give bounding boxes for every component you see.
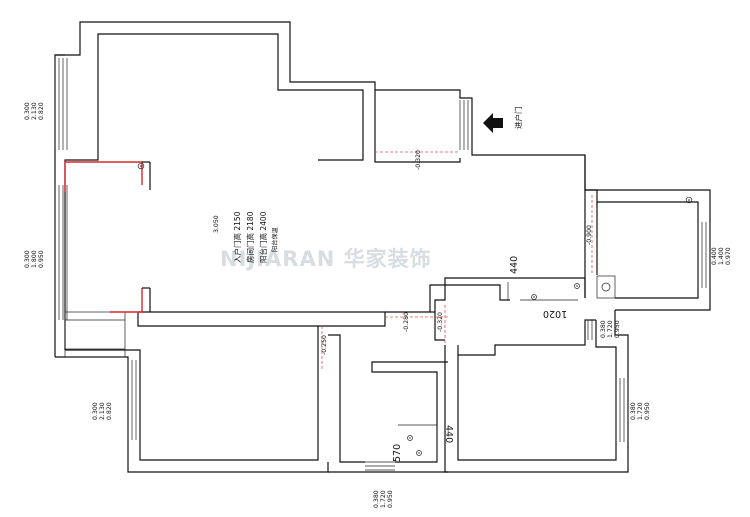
watermark: NIJIARAN 华家装饰 (220, 247, 432, 271)
ceiling-mark-4: -0.320 (437, 312, 444, 332)
svg-text:2.130: 2.130 (31, 102, 38, 120)
center-height-line-2: 房间门高 2180 (245, 211, 255, 263)
ceiling-mark-3: -0.250 (321, 335, 328, 355)
window-spec-3: 0.300 2.130 0.820 (92, 402, 113, 420)
ceiling-lines (321, 151, 593, 370)
windows (54, 58, 711, 471)
window-spec-1: 0.300 2.130 0.820 (24, 102, 45, 120)
svg-text:0.820: 0.820 (106, 402, 113, 420)
center-height-line-4: 阳台保温 (271, 227, 279, 252)
dimension-lines (398, 282, 578, 462)
red-partition (64, 161, 143, 313)
ceiling-mark-5: -0.280 (403, 312, 410, 332)
svg-text:1.720: 1.720 (380, 490, 387, 508)
window-spec-5: 0.400 1.400 0.970 (711, 247, 732, 265)
center-annotation: 3.050 入户门高 2150 房间门高 2180 阳台门高 2400 阳台保温 (213, 211, 279, 263)
dimension-440-top: 440 (509, 256, 520, 274)
svg-text:1.400: 1.400 (718, 247, 725, 265)
dimension-570: 570 (392, 444, 403, 462)
svg-text:0.820: 0.820 (38, 102, 45, 120)
center-height-line-3: 阳台门高 2400 (258, 211, 268, 263)
window-spec-4: 0.380 1.720 0.950 (373, 490, 394, 508)
ceiling-mark-1: -0.320 (415, 150, 422, 170)
entry-arrow-icon (483, 113, 503, 133)
entry-label: 进户门 (513, 107, 523, 130)
svg-text:1.720: 1.720 (637, 402, 644, 420)
svg-text:0.300: 0.300 (92, 402, 99, 420)
center-height-value: 3.050 (213, 215, 220, 233)
window-spec-2: 0.300 1.800 0.950 (24, 250, 45, 268)
svg-text:0.950: 0.950 (387, 490, 394, 508)
svg-text:0.300: 0.300 (24, 250, 31, 268)
svg-text:0.950: 0.950 (644, 402, 651, 420)
window-spec-7: 0.380 1.720 0.950 (630, 402, 651, 420)
fixtures (137, 162, 693, 456)
dimension-1020: 1020 (543, 308, 567, 319)
center-height-line-1: 入户门高 2150 (232, 211, 242, 263)
svg-text:0.380: 0.380 (630, 402, 637, 420)
svg-text:0.400: 0.400 (711, 247, 718, 265)
svg-text:0.380: 0.380 (600, 320, 607, 338)
dimension-440-bottom: 440 (443, 425, 454, 443)
svg-text:0.950: 0.950 (614, 320, 621, 338)
svg-text:0.950: 0.950 (38, 250, 45, 268)
ceiling-mark-2: -0.900 (586, 225, 593, 245)
svg-text:1.720: 1.720 (607, 320, 614, 338)
svg-text:0.380: 0.380 (373, 490, 380, 508)
svg-text:0.300: 0.300 (24, 102, 31, 120)
svg-text:0.970: 0.970 (725, 247, 732, 265)
window-spec-6: 0.380 1.720 0.950 (600, 320, 621, 338)
svg-text:1.800: 1.800 (31, 250, 38, 268)
svg-text:2.130: 2.130 (99, 402, 106, 420)
